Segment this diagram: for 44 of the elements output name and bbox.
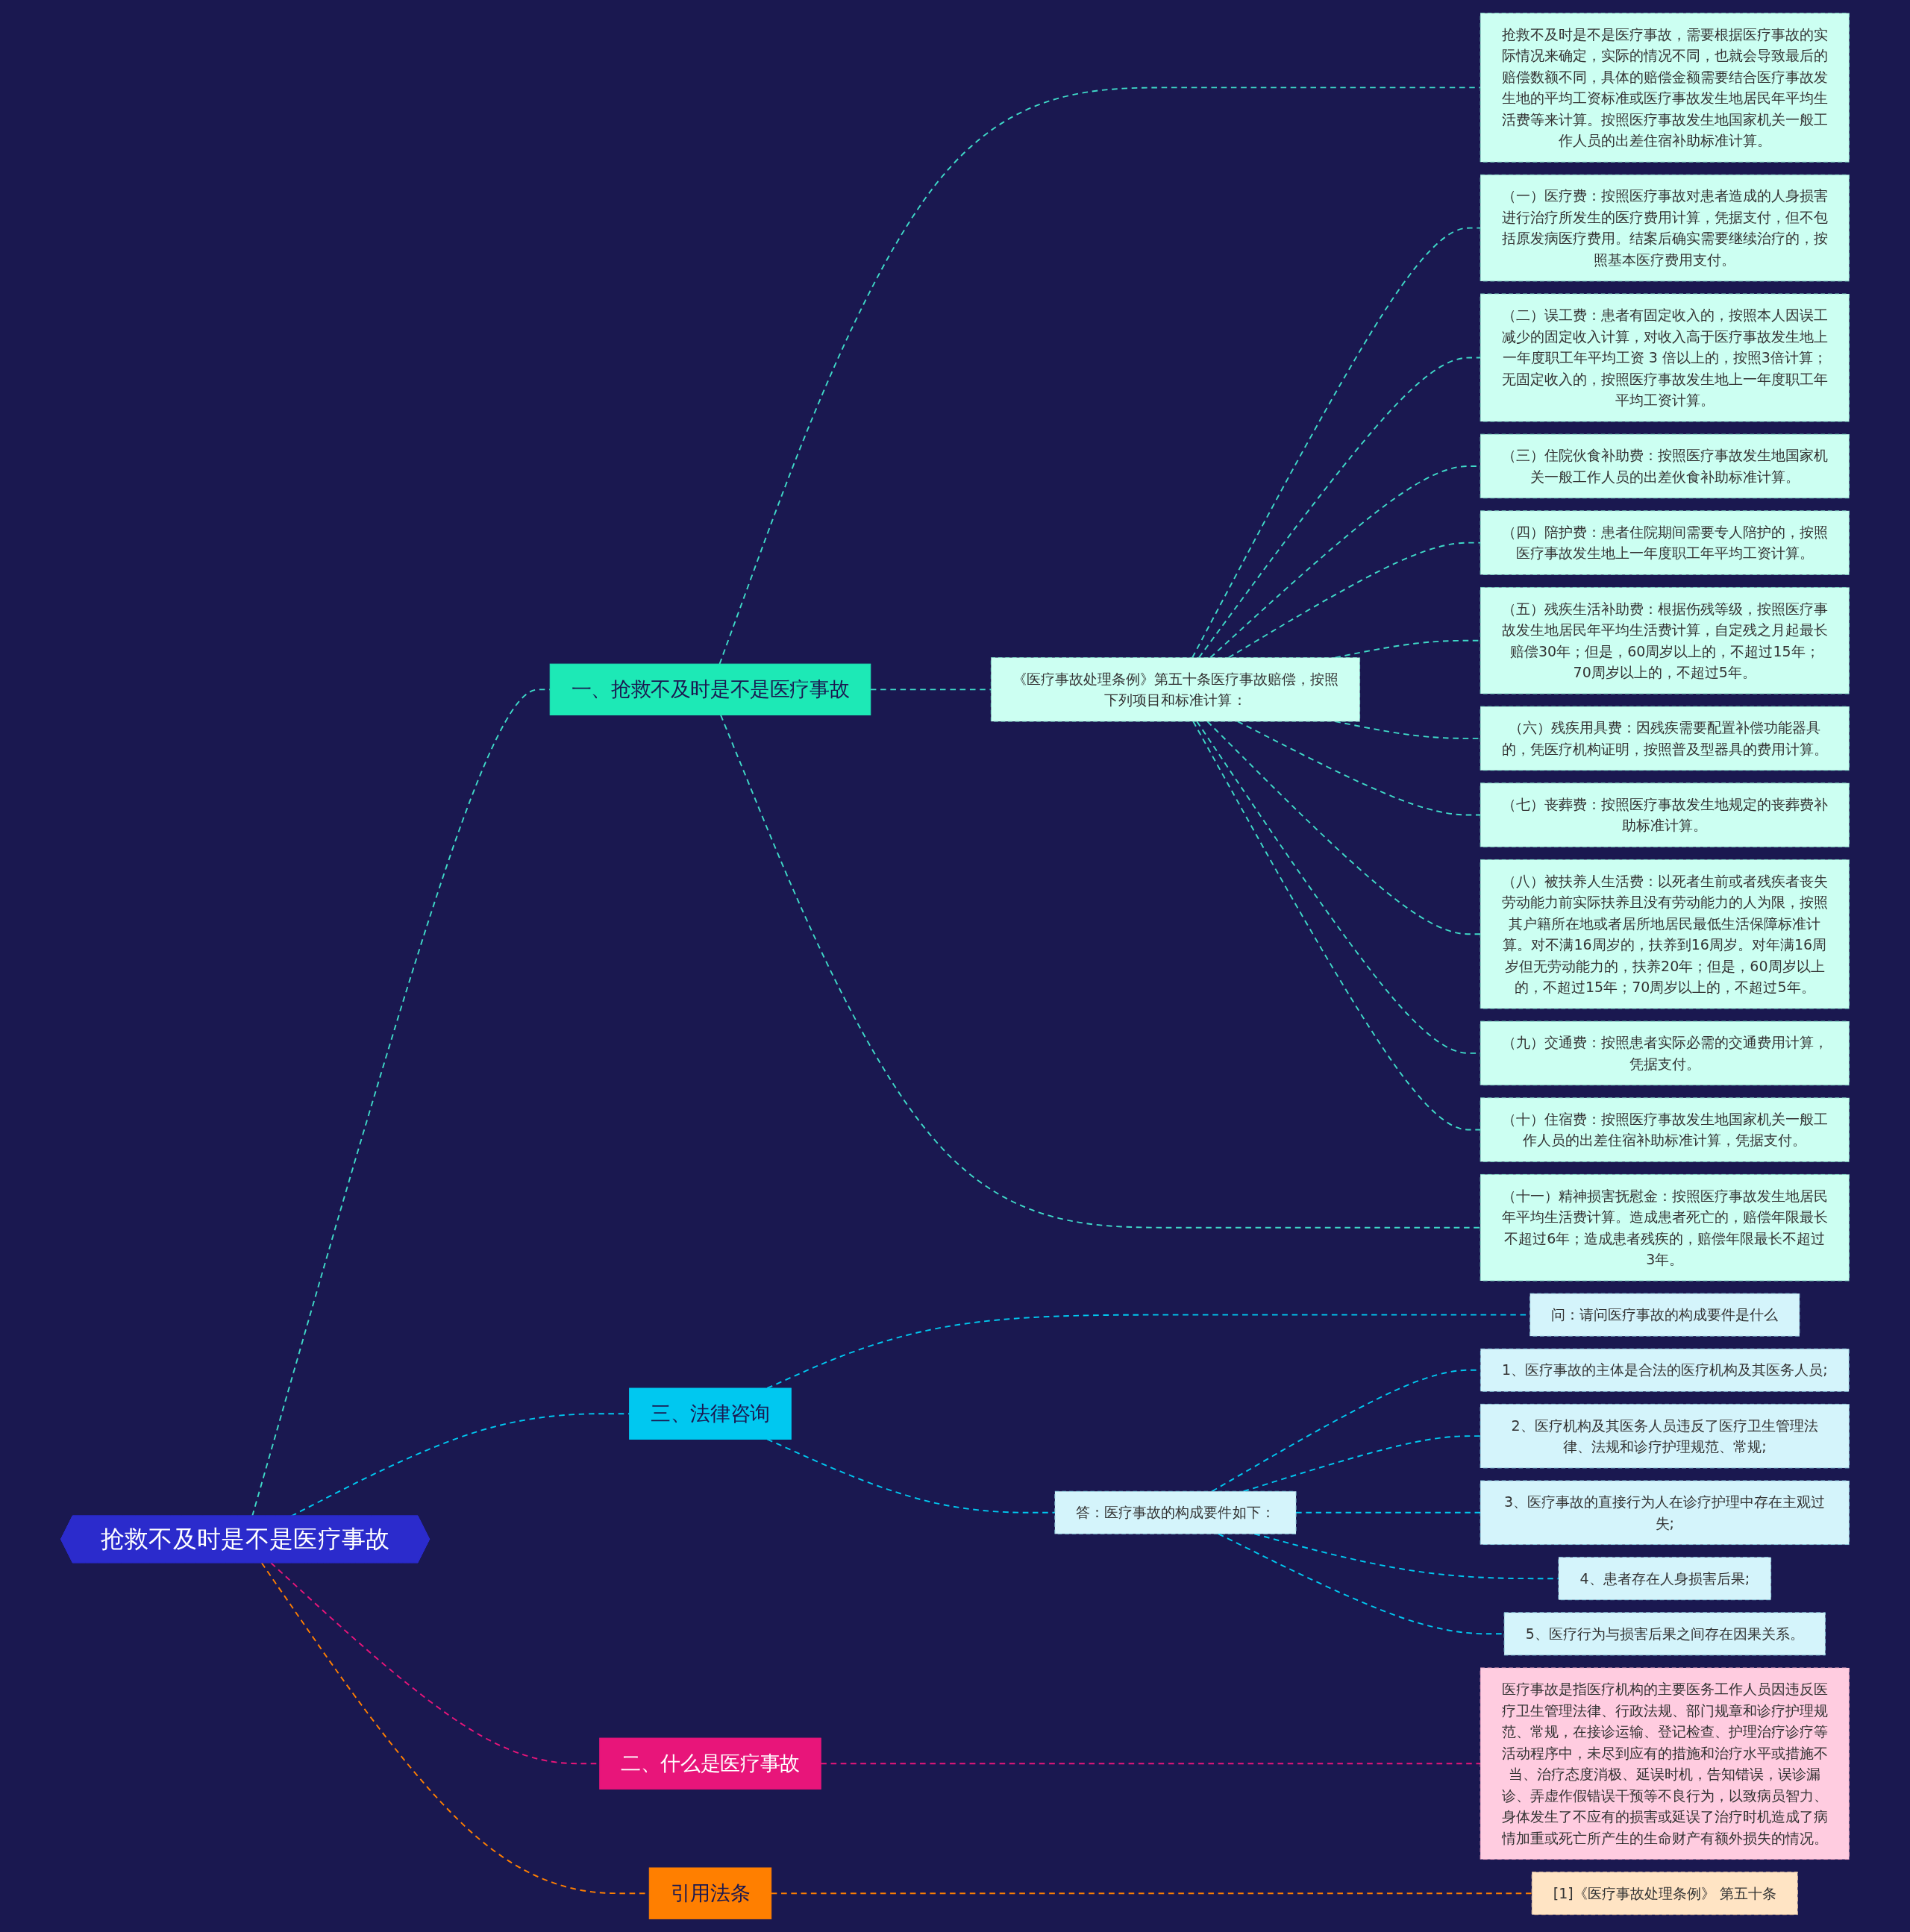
connector: [1211, 1369, 1482, 1493]
connector: [1236, 721, 1482, 816]
connector: [1206, 721, 1482, 935]
node-box: （一）医疗费：按照医疗事故对患者造成的人身损害进行治疗所发生的医疗费用计算，凭据支付，但不包括原发病医疗费用。结案后确实需要继续治疗的，按照基本医疗费用支付。: [1480, 174, 1850, 282]
connector: [766, 1438, 1056, 1514]
node-box: 问：请问医疗事故的构成要件是什么: [1529, 1293, 1800, 1337]
node-box: 答：医疗事故的构成要件如下：: [1054, 1490, 1297, 1534]
connector: [770, 1892, 1533, 1895]
connector: [290, 1413, 630, 1517]
connector: [1198, 357, 1482, 659]
node-box: （六）残疾用具费：因残疾需要配置补偿功能器具的，凭医疗机构证明，按照普及型器具的费用计算。: [1480, 706, 1850, 771]
node-box: （十）住宿费：按照医疗事故发生地国家机关一般工作人员的出差住宿补助标准计算，凭据支付。: [1480, 1097, 1850, 1162]
connector: [718, 87, 1482, 665]
node-box: （八）被扶养人生活费：以死者生前或者残疾者丧失劳动能力前实际扶养且没有劳动能力的人为限，按照其户籍所在地或者居所地居民最低生活保障标准计算。对不满16周岁的，扶养到16周岁。对年满16周岁但无劳动能力的，扶养20年；但是，60周岁以上的，不超过15年；70周岁以上的，不超过5年。: [1480, 859, 1850, 1009]
node-box: 4、患者存在人身损害后果;: [1558, 1557, 1772, 1601]
node-box: 医疗事故是指医疗机构的主要医务工作人员因违反医疗卫生管理法律、行政法规、部门规章和诊疗护理规范、常规，在接诊运输、登记检查、护理治疗诊疗等活动程序中，未尽到应有的措施和治疗水平或措施不当、治疗态度消极、延误时机，告知错误，误诊漏诊、弄虚作假错误干预等不良行为，以致病员智力、身体发生了不应有的损害或延误了治疗时机造成了病情加重或死亡所产生的生命财产有额外损失的情况。: [1480, 1667, 1850, 1860]
node-box: 1、医疗事故的主体是合法的医疗机构及其医务人员;: [1480, 1348, 1850, 1392]
node-box: 一、抢救不及时是不是医疗事故: [549, 663, 871, 715]
connector: [720, 714, 1482, 1229]
node-box: 2、医疗机构及其医务人员违反了医疗卫生管理法律、法规和诊疗护理规范、常规;: [1480, 1403, 1850, 1469]
node-box: 《医疗事故处理条例》第五十条医疗事故赔偿，按照下列项目和标准计算：: [990, 657, 1361, 722]
connector: [1242, 1435, 1482, 1493]
connector: [1192, 721, 1482, 1131]
node-box: （九）交通费：按照患者实际必需的交通费用计算，凭据支付。: [1480, 1020, 1850, 1086]
connector: [869, 689, 992, 691]
node-box: （五）残疾生活补助费：根据伤残等级，按照医疗事故发生地居民年平均生活费计算，自定残之月起最长赔偿30年；但是，60周岁以上的，不超过15年；70周岁以上的，不超过5年。: [1480, 587, 1850, 694]
node-box: （二）误工费：患者有固定收入的，按照本人因误工减少的固定收入计算，对收入高于医疗事故发生地上一年度职工年平均工资 3 倍以上的，按照3倍计算；无固定收入的，按照医疗事故发生地上一年度职工年平均工资计算。: [1480, 293, 1850, 422]
connector: [820, 1763, 1482, 1765]
node-box: 引用法条: [648, 1867, 772, 1919]
node-box: （七）丧葬费：按照医疗事故发生地规定的丧葬费补助标准计算。: [1480, 782, 1850, 847]
node-box: 3、医疗事故的直接行为人在诊疗护理中存在主观过失;: [1480, 1480, 1850, 1546]
node-box: 5、医疗行为与损害后果之间存在因果关系。: [1503, 1612, 1826, 1656]
connector: [1196, 721, 1482, 1054]
node-box: [1]《医疗事故处理条例》 第五十条: [1531, 1872, 1798, 1916]
connector: [1209, 465, 1482, 659]
node-box: 三、法律咨询: [629, 1387, 792, 1440]
node-box: （十一）精神损害抚慰金：按照医疗事故发生地居民年平均生活费计算。造成患者死亡的，赔偿年限最长不超过6年；造成患者残疾的，赔偿年限最长不超过3年。: [1480, 1173, 1850, 1282]
node-box: 二、什么是医疗事故: [599, 1737, 821, 1790]
node-box: （三）住院伙食补助费：按照医疗事故发生地国家机关一般工作人员的出差伙食补助标准计算。: [1480, 433, 1850, 499]
connector: [1192, 227, 1482, 659]
node-box: （四）陪护费：患者住院期间需要专人陪护的，按照医疗事故发生地上一年度职工年平均工资计算。: [1480, 510, 1850, 575]
connector: [1295, 1511, 1482, 1514]
node-box: 抢救不及时是不是医疗事故，需要根据医疗事故的实际情况来确定，实际的情况不同，也就会导致最后的赔偿数额不同，具体的赔偿金额需要结合医疗事故发生地的平均工资标准或医疗事故发生地居民年平均生活费等来计算。按照医疗事故发生地国家机关一般工作人员的出差住宿补助标准计算。: [1480, 13, 1850, 163]
connector: [1227, 542, 1482, 659]
